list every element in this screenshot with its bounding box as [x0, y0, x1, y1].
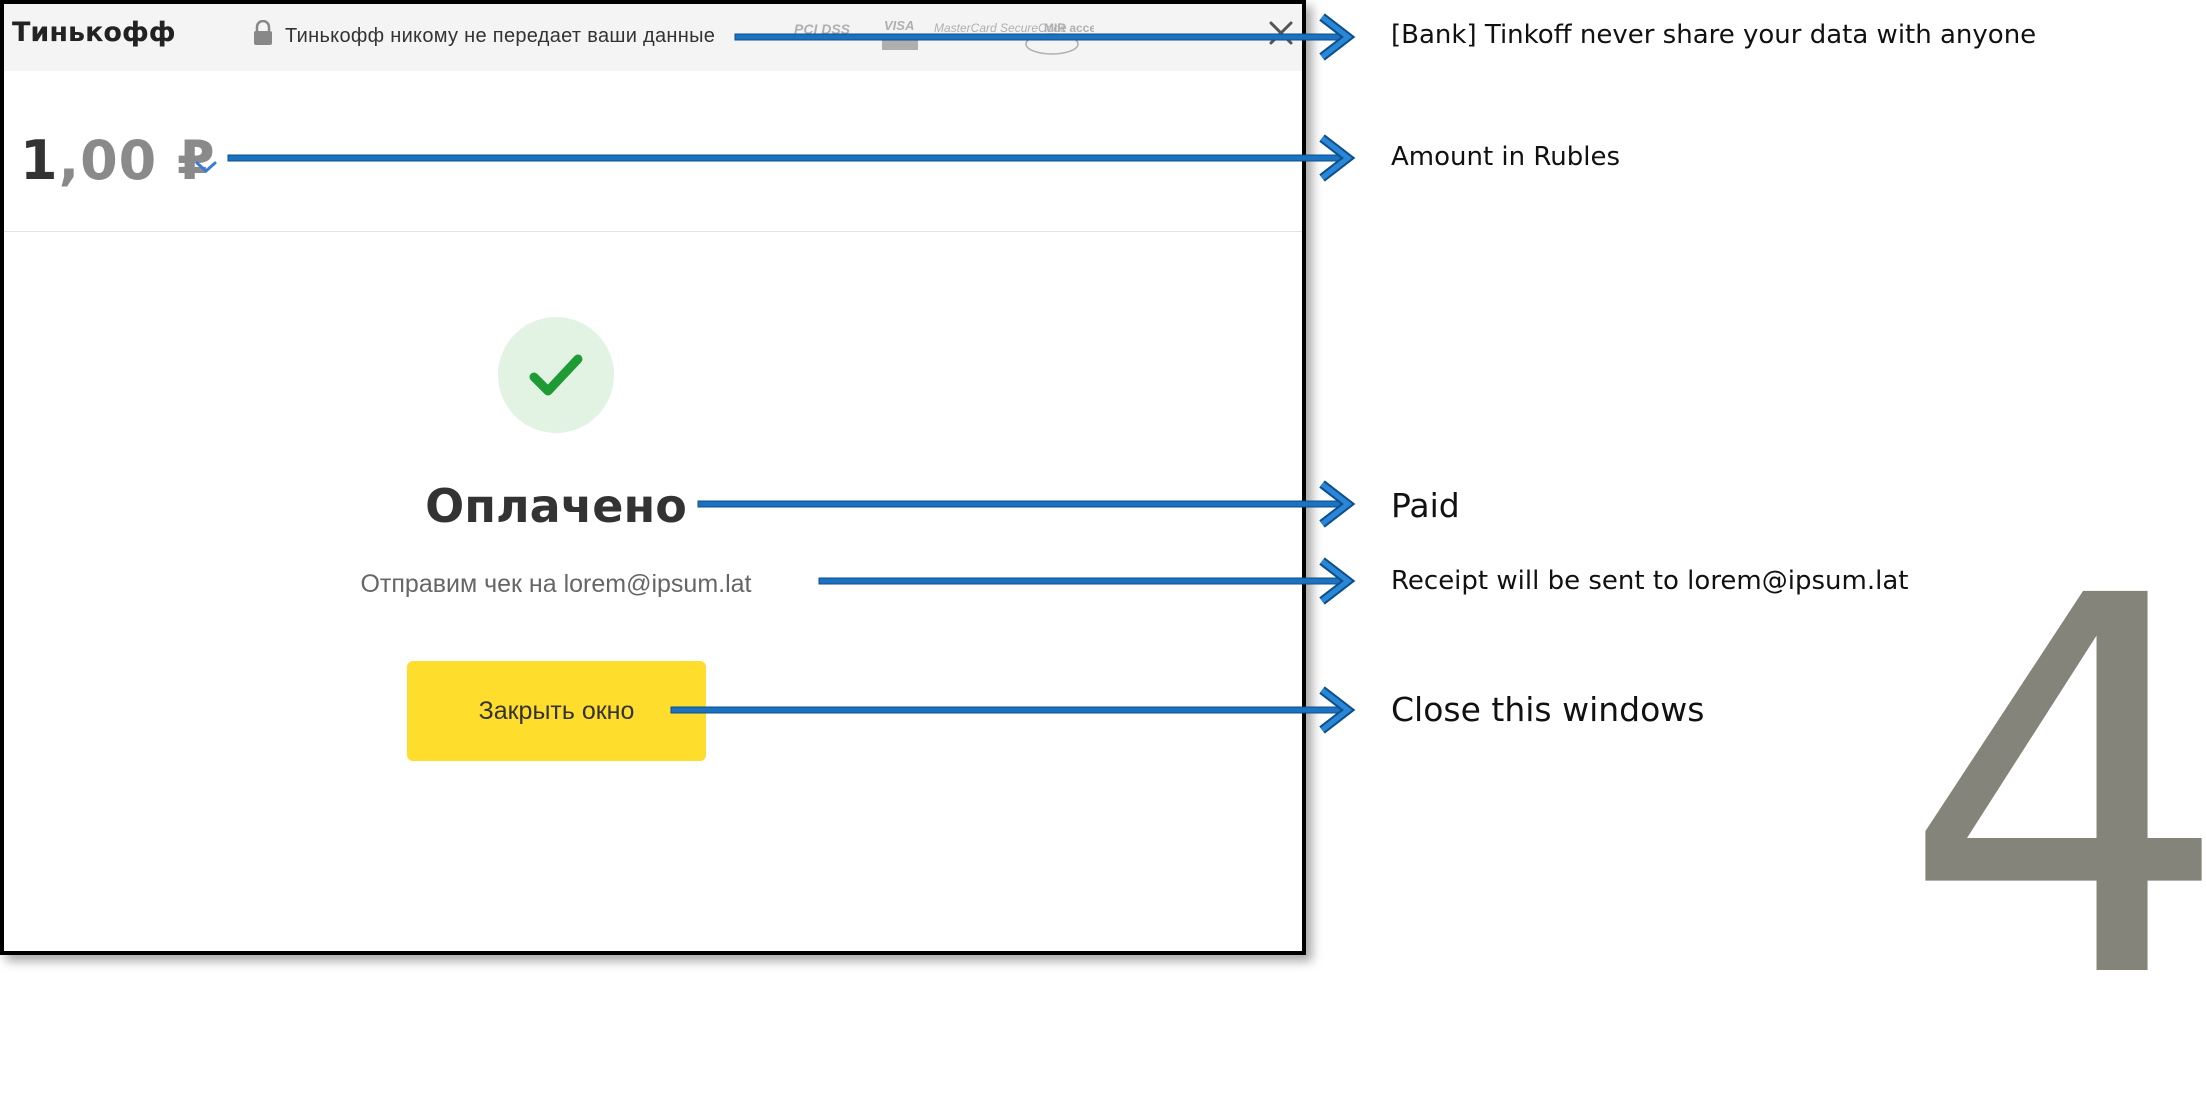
success-badge [498, 317, 614, 433]
amount-row: 1,00 ₽ [4, 71, 1302, 232]
amount-decimal: ,00 ₽ [58, 129, 216, 192]
pci-dss-logo: PCI DSS [794, 21, 851, 37]
annotation-amount: Amount in Rubles [1391, 142, 1621, 172]
annotation-secure: [Bank] Tinkoff never share your data wit… [1391, 20, 2037, 50]
annotation-paid: Paid [1391, 486, 1460, 525]
brand-logo: Тинькофф [12, 17, 176, 48]
mastercard-logo: MasterCard SecureCode [934, 21, 1067, 35]
visa-logo-bar [882, 36, 918, 50]
annotation-close: Close this windows [1391, 690, 1705, 729]
visa-logo: VISA [884, 18, 914, 33]
secure-notice: Тинькофф никому не передает ваши данные [285, 25, 716, 47]
lock-icon [254, 20, 272, 45]
window-header: Тинькофф Тинькофф никому не передает ваш… [4, 4, 1302, 71]
receipt-notice: Отправим чек на lorem@ipsum.lat [360, 570, 752, 598]
step-number: 4 [1900, 487, 2206, 1093]
close-icon[interactable] [1266, 18, 1296, 48]
payment-window: Тинькофф Тинькофф никому не передает ваш… [0, 0, 1306, 955]
mir-logo-ring [1025, 33, 1079, 55]
amount-display: 1,00 ₽ [20, 129, 216, 192]
close-window-button[interactable]: Закрыть окно [407, 661, 706, 761]
payment-status-title: Оплачено [425, 479, 687, 533]
payment-logos: PCI DSS VISA MasterCard SecureCode MIR a… [794, 18, 1094, 55]
annotation-receipt: Receipt will be sent to lorem@ipsum.lat [1391, 566, 1909, 596]
chevron-down-icon[interactable] [192, 157, 220, 177]
amount-integer: 1 [20, 129, 59, 192]
checkmark-icon [529, 354, 583, 396]
mir-logo: MIR accept [1044, 21, 1094, 35]
